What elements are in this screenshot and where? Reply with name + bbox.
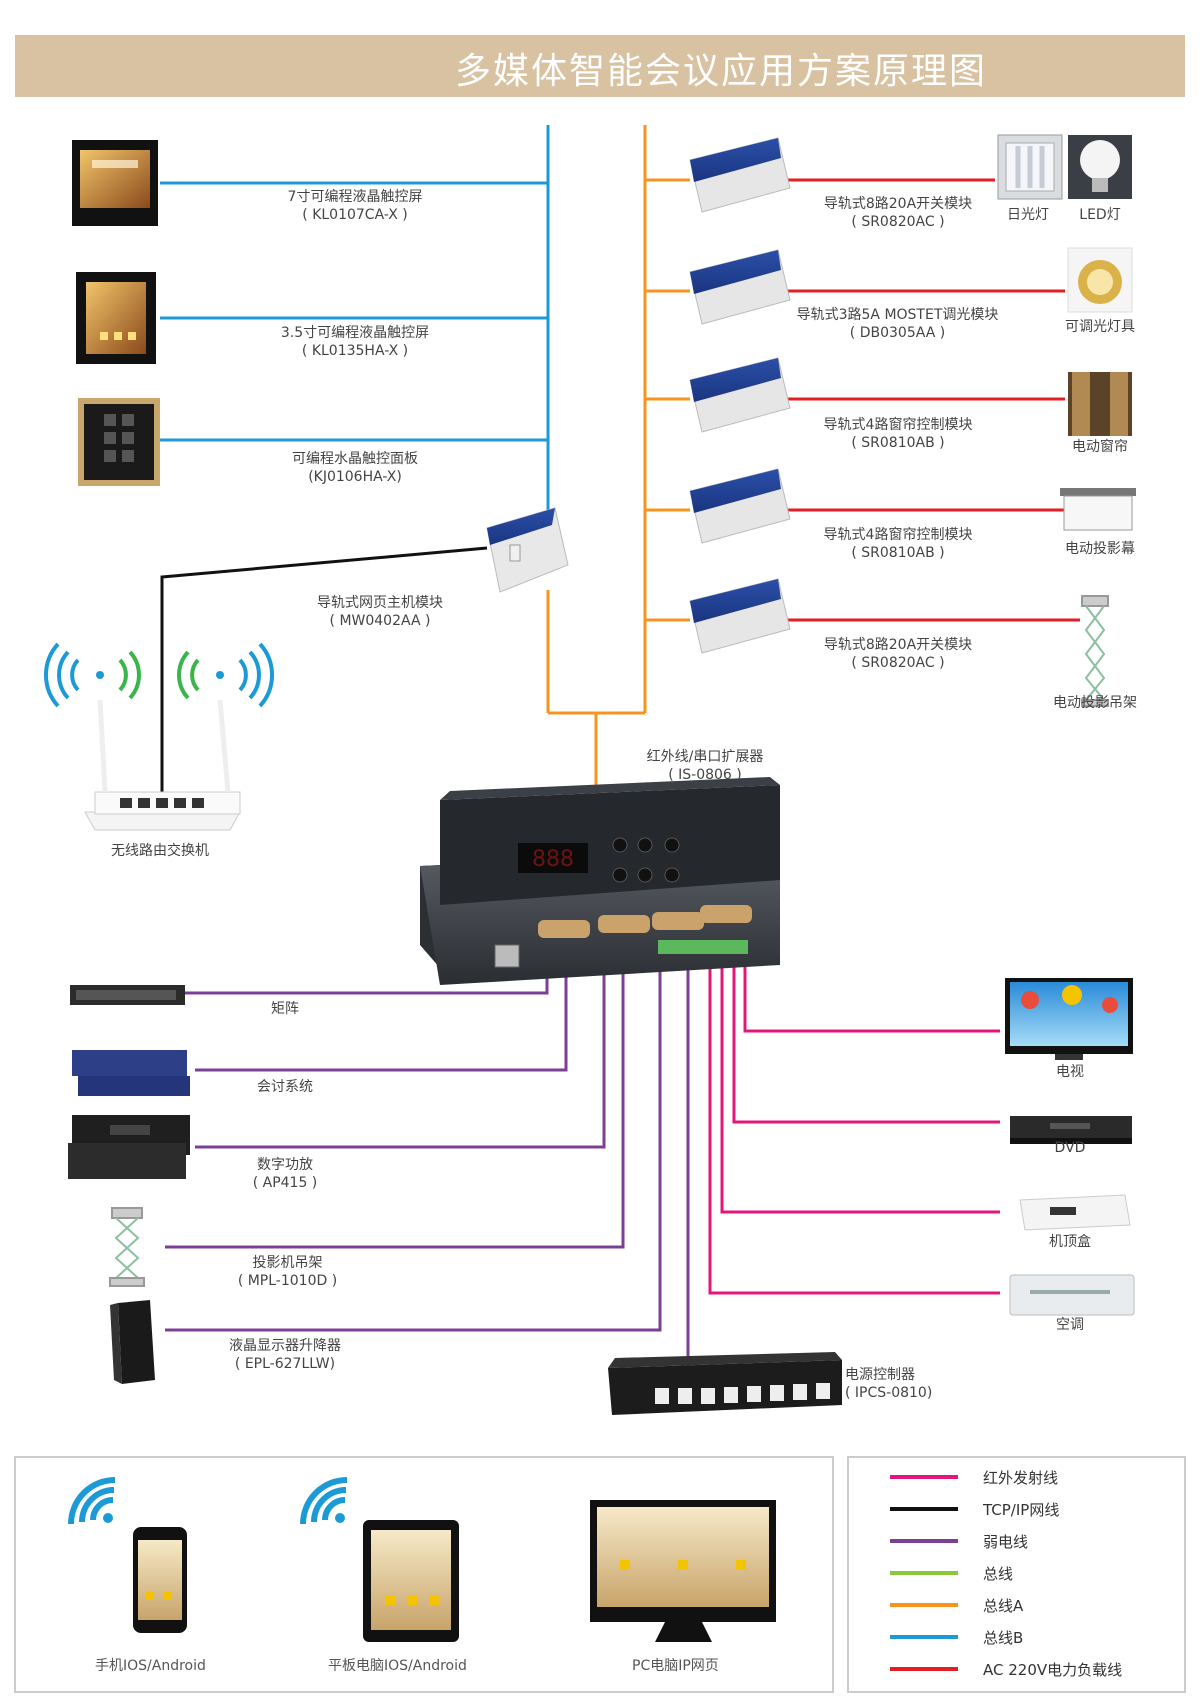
curtain-label: 电动窗帘 bbox=[1072, 439, 1128, 455]
amplifier-label: 数字功放( AP415 ) bbox=[252, 1157, 318, 1191]
wifi-left-icon bbox=[44, 642, 141, 708]
expander-label: 红外线/串口扩展器( IS-0806 ) bbox=[646, 749, 764, 783]
crystal-panel-label: 可编程水晶触控面板(KJ0106HA-X) bbox=[292, 451, 418, 485]
module-5-icon bbox=[689, 578, 791, 654]
conference-label: 会讨系统 bbox=[257, 1079, 313, 1095]
module-2-icon bbox=[689, 249, 791, 325]
power-controller-icon bbox=[608, 1352, 842, 1415]
router-label: 无线路由交换机 bbox=[111, 843, 209, 859]
module-3-icon bbox=[689, 357, 791, 433]
wireless-router-icon bbox=[84, 699, 241, 831]
projector-lift-label: 投影机吊架( MPL-1010D ) bbox=[237, 1255, 338, 1289]
host-module-label: 导轨式网页主机模块( MW0402AA ) bbox=[317, 595, 443, 629]
ir-lines bbox=[708, 950, 1000, 1295]
bus-b-lines bbox=[160, 125, 550, 520]
matrix-icon bbox=[70, 985, 185, 1005]
dimmable-light-icon bbox=[1067, 247, 1133, 313]
touch-screen-35-label: 3.5寸可编程液晶触控屏( KL0135HA-X ) bbox=[280, 325, 430, 359]
tablet-wifi-icon bbox=[300, 1477, 348, 1525]
dvd-label: DVD bbox=[1054, 1140, 1086, 1156]
tv-icon bbox=[1005, 978, 1133, 1060]
legend-swatches bbox=[890, 1475, 958, 1671]
power-controller-label: 电源控制器( IPCS-0810) bbox=[845, 1367, 933, 1401]
module-2-label: 导轨式3路5A MOSTET调光模块( DB0305AA ) bbox=[796, 307, 999, 341]
digital-amplifier-icon bbox=[68, 1115, 190, 1179]
module-3-label: 导轨式4路窗帘控制模块( SR0810AB ) bbox=[823, 417, 973, 451]
pc-monitor-icon bbox=[590, 1500, 776, 1642]
conference-system-icon bbox=[72, 1050, 190, 1096]
page-title: 多媒体智能会议应用方案原理图 bbox=[455, 51, 988, 92]
smartphone-icon bbox=[133, 1527, 187, 1633]
air-conditioner-label: 空调 bbox=[1056, 1317, 1084, 1333]
legend-item-tcpip: TCP/IP网线 bbox=[983, 1501, 1060, 1519]
lcd-lifter-label: 液晶显示器升降器( EPL-627LLW) bbox=[229, 1338, 341, 1372]
legend-item-weak: 弱电线 bbox=[983, 1533, 1029, 1551]
set-top-box-icon bbox=[1019, 1194, 1131, 1231]
projector-mount-label: 电动投影吊架 bbox=[1053, 695, 1137, 711]
bus-a-lines bbox=[546, 125, 690, 790]
crystal-touch-panel-icon bbox=[78, 398, 160, 486]
legend-item-ir: 红外发射线 bbox=[983, 1469, 1059, 1487]
module-4-icon bbox=[689, 468, 791, 544]
projector-lift-icon bbox=[109, 1207, 145, 1287]
legend-item-bus: 总线 bbox=[983, 1565, 1014, 1583]
projector-mount-icon bbox=[1081, 595, 1109, 707]
module-4-label: 导轨式4路窗帘控制模块( SR0810AB ) bbox=[823, 527, 973, 561]
legend-panel bbox=[847, 1456, 1186, 1693]
fluorescent-label: 日光灯 bbox=[1007, 207, 1049, 223]
title-bar bbox=[15, 35, 1185, 97]
led-bulb-icon bbox=[1068, 135, 1132, 199]
expander-display: 888 bbox=[532, 847, 574, 872]
set-top-box-label: 机顶盒 bbox=[1049, 1234, 1091, 1250]
legend-item-bus-b: 总线B bbox=[983, 1629, 1024, 1647]
module-1-icon bbox=[689, 137, 791, 213]
apps-panel bbox=[14, 1456, 834, 1693]
matrix-label: 矩阵 bbox=[271, 1001, 299, 1017]
projection-screen-icon bbox=[1060, 488, 1136, 531]
wifi-right-icon bbox=[177, 642, 274, 708]
app-tablet-label: 平板电脑IOS/Android bbox=[328, 1658, 467, 1674]
legend-item-bus-a: 总线A bbox=[983, 1597, 1024, 1615]
module-1-label: 导轨式8路20A开关模块( SR0820AC ) bbox=[823, 196, 973, 230]
touch-screen-35-icon bbox=[76, 272, 156, 364]
app-pc-label: PC电脑IP网页 bbox=[632, 1658, 719, 1674]
module-5-label: 导轨式8路20A开关模块( SR0820AC ) bbox=[823, 637, 973, 671]
lcd-lifter-icon bbox=[110, 1300, 155, 1384]
led-label: LED灯 bbox=[1079, 207, 1121, 223]
tablet-icon bbox=[363, 1520, 459, 1642]
dimmable-label: 可调光灯具 bbox=[1065, 319, 1135, 335]
air-conditioner-icon bbox=[1009, 1274, 1135, 1316]
screen-label: 电动投影幕 bbox=[1065, 541, 1135, 557]
ir-serial-expander-icon: 888 bbox=[420, 777, 780, 985]
dvd-player-icon bbox=[1010, 1116, 1132, 1144]
tcpip-lines bbox=[160, 546, 488, 800]
weak-current-lines bbox=[165, 945, 690, 1368]
ac-power-lines bbox=[785, 178, 1080, 622]
phone-wifi-icon bbox=[68, 1477, 116, 1525]
curtain-icon bbox=[1068, 372, 1132, 436]
legend-item-ac: AC 220V电力负载线 bbox=[983, 1661, 1123, 1679]
touch-screen-7-label: 7寸可编程液晶触控屏( KL0107CA-X ) bbox=[287, 189, 423, 223]
app-phone-label: 手机IOS/Android bbox=[95, 1658, 206, 1674]
fluorescent-lamp-icon bbox=[997, 134, 1063, 200]
tv-label: 电视 bbox=[1056, 1064, 1084, 1080]
web-host-module-icon bbox=[486, 507, 569, 593]
touch-screen-7-icon bbox=[72, 140, 158, 226]
